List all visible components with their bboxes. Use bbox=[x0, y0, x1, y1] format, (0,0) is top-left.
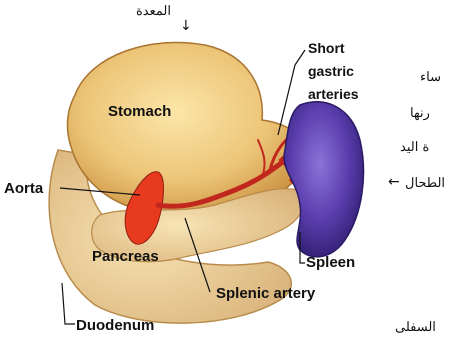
duodenum-label: Duodenum bbox=[76, 317, 154, 335]
aorta-label: Aorta bbox=[4, 180, 43, 198]
arabic-spleen-label: الطحال bbox=[405, 176, 445, 191]
arabic-fragment-4: السفلى bbox=[395, 320, 436, 335]
down-arrow-icon: ↓ bbox=[180, 18, 192, 34]
pancreas-label: Pancreas bbox=[92, 248, 159, 266]
arabic-stomach-label: المعدة bbox=[136, 4, 171, 19]
left-arrow-icon: ← bbox=[388, 174, 400, 190]
spleen-shape bbox=[284, 102, 363, 257]
short-gastric-label-line3: arteries bbox=[308, 86, 359, 103]
arabic-fragment-3: ة اليد bbox=[400, 140, 429, 155]
splenic-artery-label: Splenic artery bbox=[216, 285, 315, 303]
short-gastric-label-line2: gastric bbox=[308, 63, 354, 80]
short-gastric-label-line1: Short bbox=[308, 40, 345, 57]
arabic-fragment-2: رنها bbox=[410, 106, 430, 121]
spleen-label: Spleen bbox=[306, 254, 355, 272]
arabic-fragment-1: ساء bbox=[420, 70, 441, 85]
stomach-label: Stomach bbox=[108, 103, 171, 121]
